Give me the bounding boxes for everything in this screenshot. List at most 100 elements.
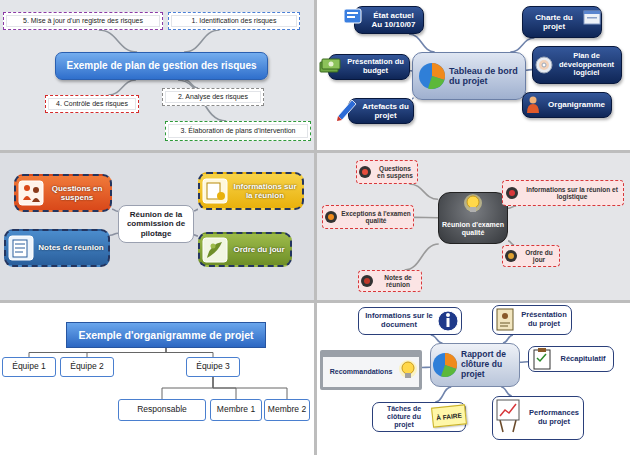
subtopic-box: 1. Identification des risques xyxy=(168,12,300,30)
subtopic-box: Récapitulatif xyxy=(528,346,614,372)
connector-line xyxy=(414,217,438,219)
connector-line xyxy=(405,244,439,270)
org-box: Équipe 1 xyxy=(2,357,56,377)
subtopic-box: Questions en suspens xyxy=(14,174,112,212)
connector-line xyxy=(162,377,213,399)
subtopic-box: Ordre du jour xyxy=(502,245,560,267)
node-text: Responsable xyxy=(137,405,187,415)
subtopic-box: Informations sur la réunion et logistiqu… xyxy=(502,180,624,206)
node-text: Équipe 2 xyxy=(70,362,104,372)
org-box: Équipe 3 xyxy=(186,357,240,377)
subtopic-box: Performances du projet xyxy=(492,396,584,440)
subtopic-box: Organigramme xyxy=(522,92,612,118)
notes-icon xyxy=(9,236,33,260)
node-text: Ordre du jour xyxy=(233,245,284,254)
node-text: Membre 1 xyxy=(217,405,255,415)
node-text: 1. Identification des risques xyxy=(192,17,277,25)
node-text: Informations sur la réunion et logistiqu… xyxy=(523,186,621,201)
node-text: Organigramme xyxy=(548,100,605,109)
subtopic-box: Recommandations xyxy=(320,350,422,390)
org-box: Membre 2 xyxy=(264,399,310,421)
easel-chart-icon xyxy=(497,400,519,432)
clipboard-icon xyxy=(534,348,550,369)
connector-line xyxy=(431,335,443,343)
org-box: Membre 1 xyxy=(210,399,262,421)
connector-line xyxy=(99,30,137,52)
node-text: Présentation du budget xyxy=(345,58,406,75)
node-text: Notes de réunion xyxy=(377,274,419,289)
node-text: Questions en suspens xyxy=(375,165,415,180)
document-icon xyxy=(497,309,513,330)
connector-line xyxy=(409,184,438,199)
subtopic-box: Notes de réunion xyxy=(4,229,110,267)
node-text: Tâches de clôture du projet xyxy=(377,405,431,429)
subtopic-box: État actuel Au 10/10/07 xyxy=(354,6,424,34)
connector-line xyxy=(29,348,166,357)
subtopic-box: Présentation du projet xyxy=(492,305,572,335)
subtopic-box: Présentation du budget xyxy=(328,54,410,80)
connector-line xyxy=(412,97,414,99)
subtopic-box: Plan de développement logiciel xyxy=(532,46,622,84)
connector-line xyxy=(409,34,435,52)
connector-line xyxy=(166,348,213,357)
node-text: Ordre du jour xyxy=(521,249,557,264)
bulb-icon xyxy=(464,194,482,212)
info-icon xyxy=(203,179,227,203)
node-text: Réunion de la commission de pilotage xyxy=(122,210,190,238)
cd-icon xyxy=(536,57,552,73)
node-text: Notes de réunion xyxy=(38,243,103,252)
node-text: Présentation du projet xyxy=(517,311,571,328)
node-text: Tableau de bord du projet xyxy=(449,66,525,87)
connector-line xyxy=(435,387,451,402)
questions-icon xyxy=(19,181,43,205)
central-topic: Réunion d'examen qualité xyxy=(438,192,508,244)
node-text: 2. Analyse des risques xyxy=(178,93,248,101)
node-text: Plan de développement logiciel xyxy=(555,52,618,78)
subtopic-box: Exceptions à l'examen qualité xyxy=(322,205,414,229)
node-text: 3. Élaboration de plans d'intervention xyxy=(181,127,296,135)
bulb-icon xyxy=(399,360,417,378)
subtopic-box: 4. Contrôle des risques xyxy=(45,95,139,113)
node-text: Exemple d'organigramme de projet xyxy=(78,329,253,341)
status-card-icon xyxy=(344,9,361,23)
org-box: Responsable xyxy=(118,399,206,421)
connector-line xyxy=(501,387,512,396)
subtopic-box: Ordre du jour xyxy=(198,232,292,267)
node-text: Exceptions à l'examen qualité xyxy=(341,210,411,225)
connector-line xyxy=(503,335,513,343)
node-text: Performances du projet xyxy=(525,409,583,426)
central-topic: Exemple de plan de gestion des risques xyxy=(55,52,268,80)
subtopic-box: 3. Élaboration de plans d'intervention xyxy=(165,121,311,141)
node-text: Exemple de plan de gestion des risques xyxy=(66,60,256,72)
connector-line xyxy=(194,209,198,210)
node-text: 4. Contrôle des risques xyxy=(56,100,128,108)
connector-line xyxy=(520,361,528,363)
artefact-icon xyxy=(337,100,356,121)
node-text: Récapitulatif xyxy=(560,355,605,364)
node-text: Artefacts du projet xyxy=(361,102,410,120)
node-text: Charte du projet xyxy=(529,13,579,31)
subtopic-box: Notes de réunion xyxy=(358,270,422,292)
node-text: Rapport de clôture du projet xyxy=(461,350,519,379)
connector-line xyxy=(213,377,287,399)
subtopic-box: Charte du projet xyxy=(522,6,602,38)
subtopic-box: Artefacts du projet xyxy=(348,98,414,124)
subtopic-box: 2. Analyse des risques xyxy=(162,88,264,106)
central-topic: Tableau de bord du projet xyxy=(412,52,526,100)
connector-line xyxy=(87,348,166,357)
connector-line xyxy=(422,366,430,368)
node-text: Recommandations xyxy=(330,368,393,376)
central-topic: Réunion de la commission de pilotage xyxy=(118,205,194,243)
org-root-box: Exemple d'organigramme de projet xyxy=(66,322,266,348)
org-box: Équipe 2 xyxy=(60,357,114,377)
subtopic-box: 5. Mise à jour d'un registre des risques xyxy=(3,12,163,30)
agenda-icon xyxy=(203,238,227,262)
central-topic: Rapport de clôture du projet xyxy=(430,343,520,387)
node-text: Équipe 3 xyxy=(196,362,230,372)
node-text: Informations sur le document xyxy=(363,312,435,329)
connector-line xyxy=(510,38,534,52)
connector-line xyxy=(184,30,219,52)
